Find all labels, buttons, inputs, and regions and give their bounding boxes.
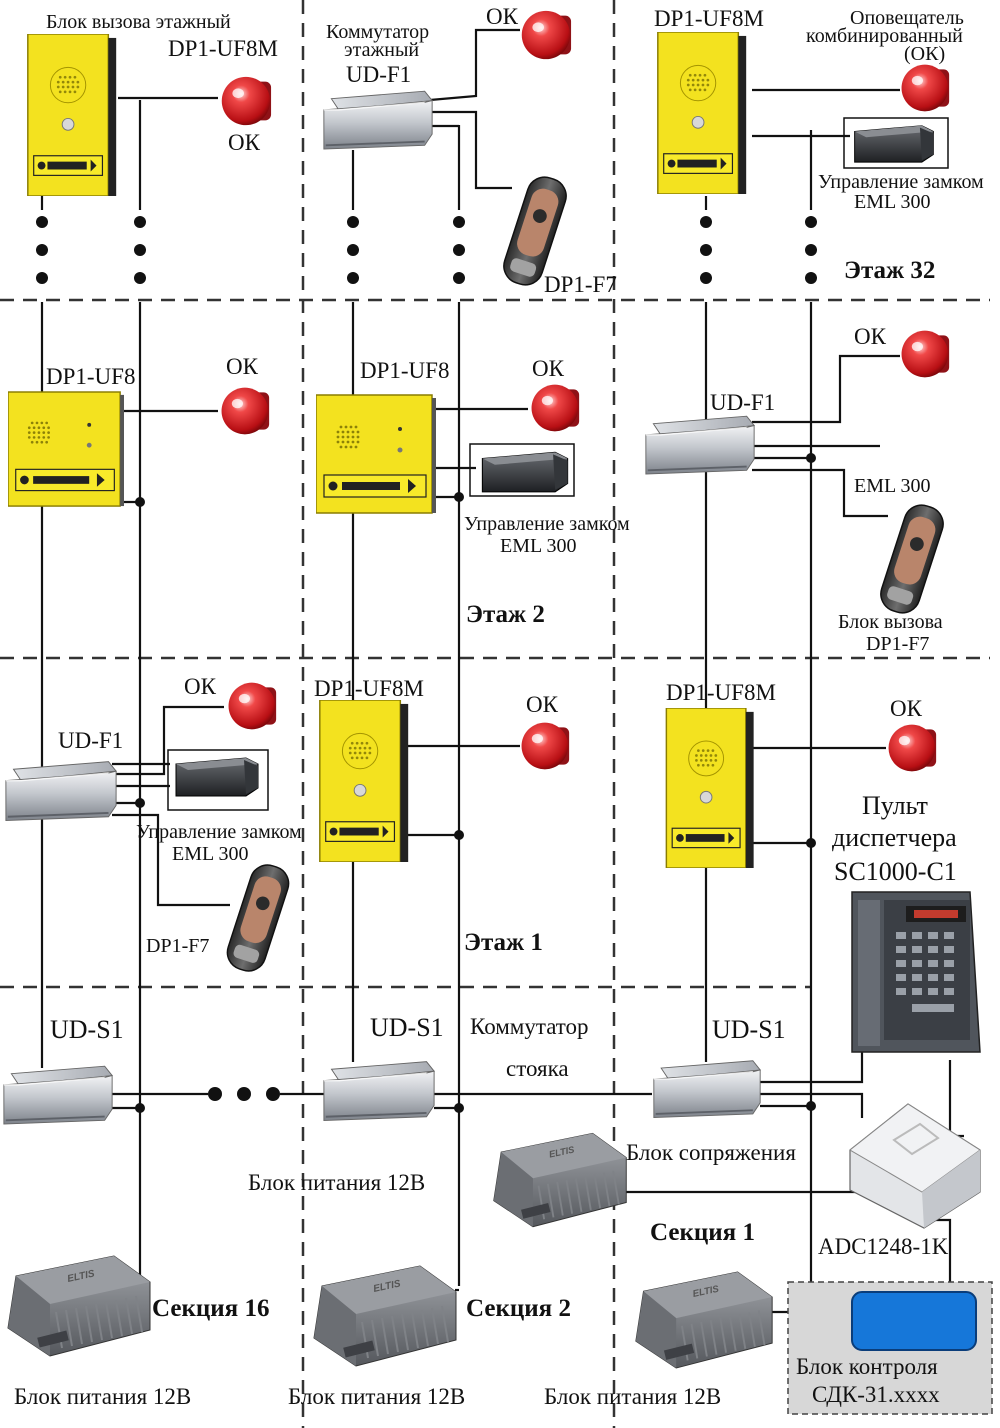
label-dp1-f7: DP1-F7 (146, 935, 209, 957)
power-supply-12v (6, 1254, 152, 1358)
call-panel-dp1-uf8m-floor32-s16 (26, 34, 118, 196)
floor-switch-ud-f1 (4, 760, 118, 822)
junction-dots (135, 453, 816, 1113)
call-panel-dp1-uf8-floor2-s2 (316, 394, 436, 514)
label-ud-s1: UD-S1 (370, 1013, 444, 1042)
continuation-dots (36, 216, 817, 1101)
label-console-2: диспетчера (832, 823, 957, 852)
call-panel-dp1-uf8m-floor1-s1 (665, 708, 755, 868)
label-ok: ОК (226, 354, 259, 379)
label-power-supply: Блок питания 12В (544, 1384, 721, 1409)
label-alarm-3: (ОК) (904, 43, 945, 65)
label-ud-f1: UD-F1 (346, 62, 411, 87)
label-interface-unit: Блок сопряжения (626, 1140, 796, 1165)
label-control-unit-2: СДК-31.хххх (812, 1382, 940, 1407)
label-dp1-f7: DP1-F7 (544, 272, 617, 297)
label-dp1-uf8m: DP1-UF8M (666, 680, 776, 705)
power-supply-12v (634, 1270, 774, 1370)
label-lock-ctrl: Управление замком (136, 821, 302, 843)
label-control-unit: Блок контроля (796, 1354, 938, 1379)
alarm-siren-icon (221, 76, 272, 126)
label-alarm: Оповещатель (850, 7, 964, 29)
label-lock-ctrl-2: EML 300 (854, 191, 930, 213)
label-call-unit: Блок вызова (838, 611, 943, 633)
alarm-siren-icon (531, 384, 580, 432)
call-panel-dp1-uf8m-floor1-s2 (319, 700, 409, 862)
alarm-siren-icon (901, 330, 950, 378)
label-lock-ctrl: Управление замком (818, 171, 984, 193)
connection-wires (112, 28, 964, 1314)
label-lock-ctrl-2: EML 300 (172, 843, 248, 865)
label-adc: ADC1248-1K (818, 1234, 949, 1259)
label-ok: ОК (228, 130, 261, 155)
label-ok: ОК (854, 324, 887, 349)
magnetic-lock-eml300 (175, 757, 259, 797)
magnetic-lock-eml300 (481, 451, 569, 493)
label-ud-s1: UD-S1 (50, 1015, 124, 1044)
call-unit-dp1-f7 (875, 500, 949, 618)
label-ud-f1: UD-F1 (710, 390, 775, 415)
alarm-siren-icon (901, 64, 950, 112)
label-dp1-uf8: DP1-UF8 (360, 358, 449, 383)
label-ud-f1: UD-F1 (58, 728, 123, 753)
label-floor-call-unit: Блок вызова этажный (46, 11, 231, 33)
label-section-1: Секция 1 (650, 1219, 755, 1246)
label-alarm-2: комбинированный (806, 25, 963, 47)
call-unit-dp1-f7 (222, 860, 294, 976)
label-dp1-uf8: DP1-UF8 (46, 364, 135, 389)
label-console-3: SC1000-C1 (834, 857, 957, 886)
power-supply-12v (492, 1132, 628, 1228)
label-riser-switch: Коммутатор (470, 1014, 589, 1039)
magnetic-lock-eml300 (854, 125, 934, 163)
alarm-siren-icon (221, 387, 270, 435)
label-ok: ОК (526, 692, 559, 717)
label-dp1-uf8m: DP1-UF8M (654, 6, 764, 31)
label-ok: ОК (532, 356, 565, 381)
label-call-unit-2: DP1-F7 (866, 633, 929, 655)
floor-switch-ud-f1 (322, 90, 434, 151)
label-switch-floor-2: этажный (344, 39, 419, 61)
label-ok: ОК (486, 4, 519, 29)
riser-switch-ud-s1-s16 (2, 1065, 114, 1126)
label-riser-switch-2: стояка (506, 1056, 569, 1081)
label-section-2: Секция 2 (466, 1295, 571, 1322)
call-panel-dp1-uf8-floor2-s16 (8, 391, 124, 507)
dispatcher-console-sc1000 (851, 891, 981, 1053)
riser-switch-ud-s1-s2 (322, 1060, 436, 1122)
label-power-supply: Блок питания 12В (14, 1384, 191, 1409)
label-dp1-uf8m: DP1-UF8M (168, 36, 278, 61)
label-power-supply: Блок питания 12В (288, 1384, 465, 1409)
label-ud-s1: UD-S1 (712, 1015, 786, 1044)
label-power-supply: Блок питания 12В (248, 1170, 425, 1195)
alarm-siren-icon (888, 724, 937, 772)
label-section-16: Секция 16 (152, 1295, 269, 1322)
label-console: Пульт (862, 791, 928, 820)
label-floor-32: Этаж 32 (844, 257, 935, 284)
label-dp1-uf8m: DP1-UF8M (314, 676, 424, 701)
alarm-siren-icon (228, 682, 277, 730)
interface-unit-adc1248 (849, 1103, 981, 1229)
label-ok: ОК (890, 696, 923, 721)
label-ok: ОК (184, 674, 217, 699)
label-floor-1: Этаж 1 (464, 929, 543, 956)
call-panel-dp1-uf8m-floor32-s1 (656, 32, 748, 194)
label-switch-floor: Коммутатор (326, 21, 429, 43)
power-supply-12v (312, 1264, 458, 1368)
label-floor-2: Этаж 2 (466, 601, 545, 628)
control-unit-sdk31 (787, 1281, 993, 1415)
alarm-siren-icon (521, 722, 570, 770)
riser-switch-ud-s1-s1 (652, 1059, 762, 1119)
label-lock-ctrl-2: EML 300 (500, 535, 576, 557)
label-eml-300: EML 300 (854, 475, 930, 497)
label-lock-ctrl: Управление замком (464, 513, 630, 535)
alarm-siren-icon (521, 10, 572, 60)
floor-switch-ud-f1 (644, 415, 756, 476)
labels: Блок вызова этажный DP1-UF8M ОК Коммутат… (14, 4, 984, 1409)
